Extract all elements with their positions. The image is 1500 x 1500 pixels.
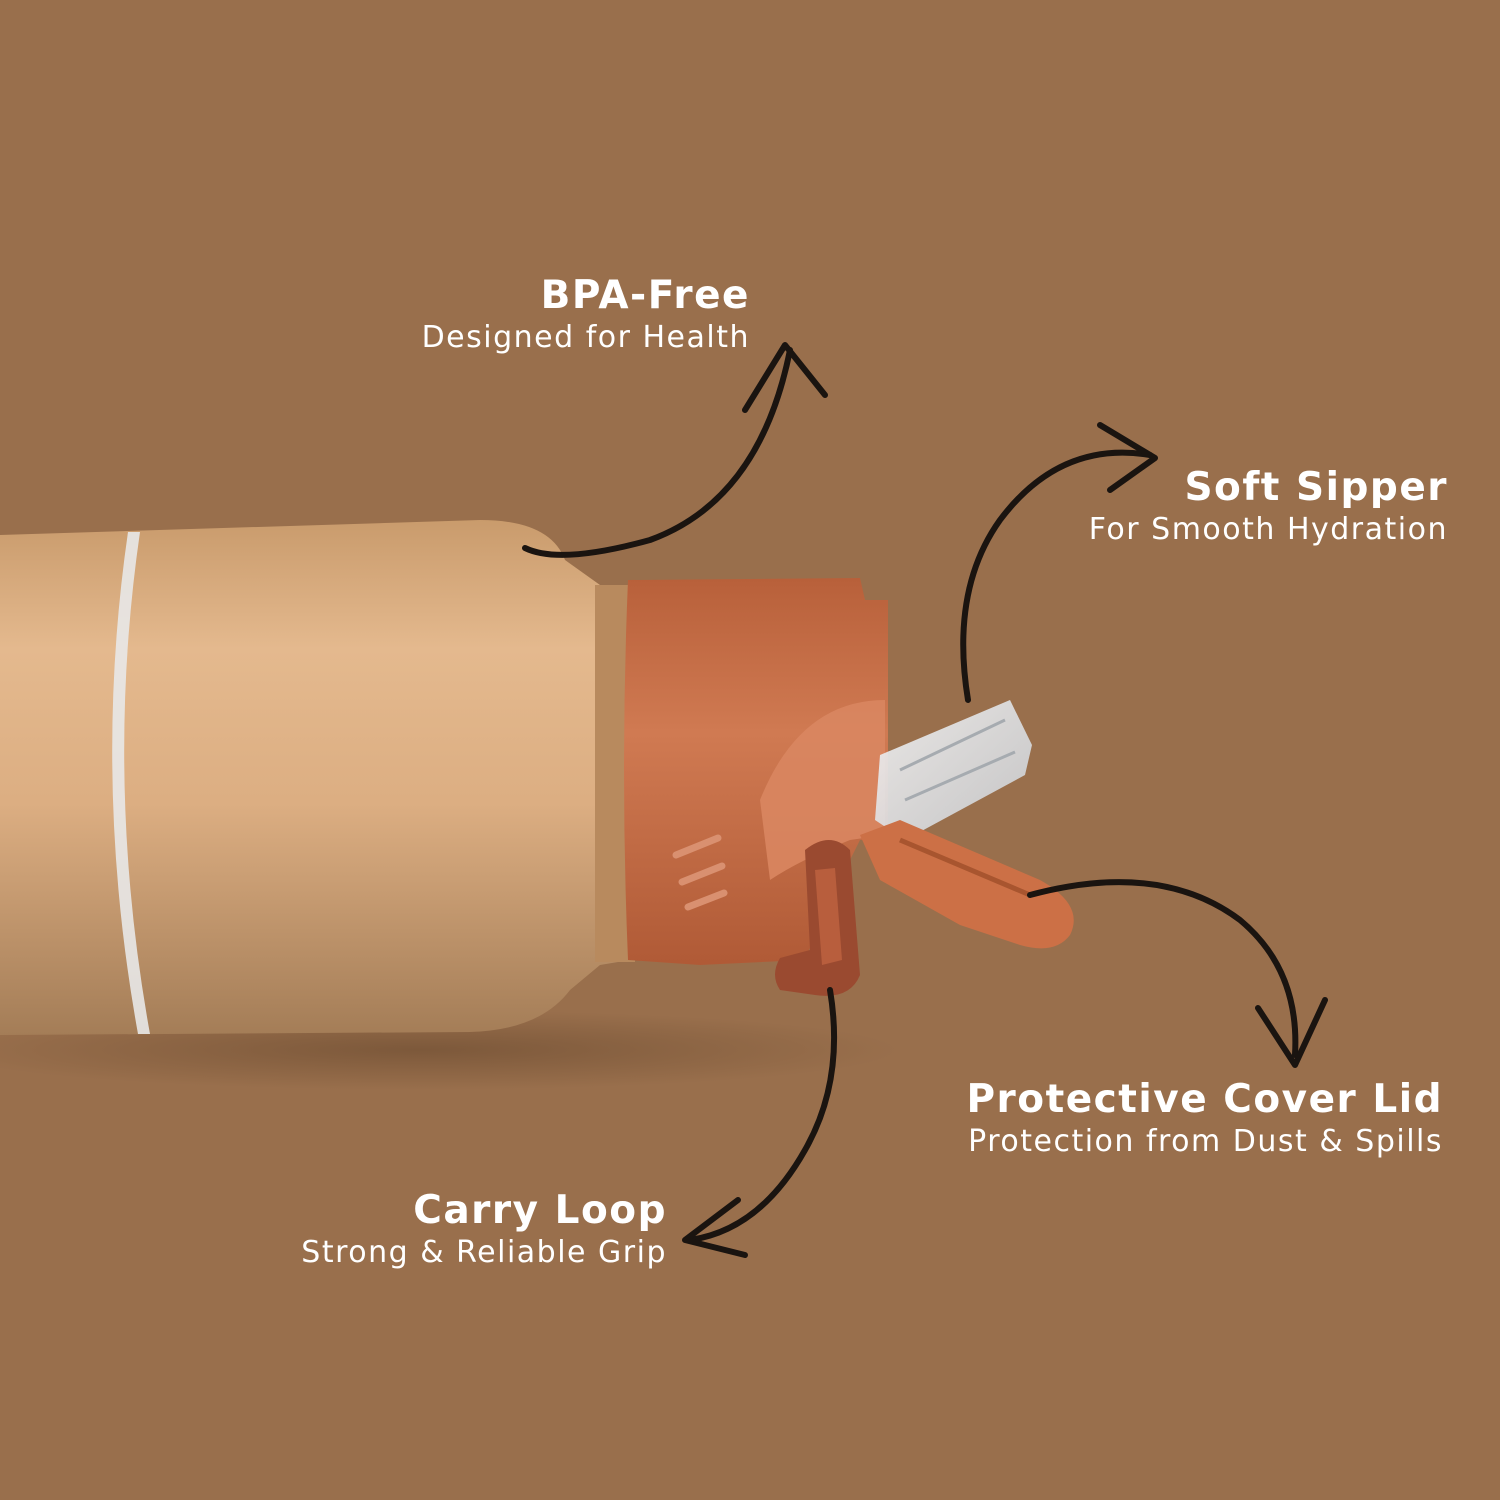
- bottle-body: [0, 520, 630, 1035]
- feature-carry-loop: Carry Loop Strong & Reliable Grip: [301, 1189, 667, 1273]
- cap-grip-lines: [672, 834, 728, 911]
- arrow-loop: [682, 987, 838, 1258]
- cap-dome: [760, 700, 885, 880]
- bottle: [0, 520, 635, 1035]
- arrow-bpa: [522, 342, 828, 558]
- arrow-sipper: [960, 422, 1158, 703]
- cover-lid: [860, 820, 1074, 949]
- callout-arrows: [522, 342, 1328, 1258]
- feature-title: Soft Sipper: [1184, 465, 1448, 510]
- feature-title: Protective Cover Lid: [966, 1077, 1443, 1122]
- bottle-band-ring: [112, 532, 150, 1034]
- feature-subtitle: Protection from Dust & Spills: [968, 1124, 1443, 1159]
- feature-soft-sipper: Soft Sipper For Smooth Hydration: [1089, 466, 1448, 550]
- arrow-cover: [1027, 879, 1328, 1068]
- carry-loop: [775, 840, 860, 996]
- feature-subtitle: Strong & Reliable Grip: [301, 1235, 667, 1270]
- feature-title: Carry Loop: [413, 1188, 667, 1233]
- feature-subtitle: For Smooth Hydration: [1088, 512, 1448, 547]
- feature-title: BPA-Free: [540, 273, 750, 318]
- feature-subtitle: Designed for Health: [421, 320, 750, 355]
- feature-protective-cover-lid: Protective Cover Lid Protection from Dus…: [966, 1078, 1443, 1162]
- feature-bpa-free: BPA-Free Designed for Health: [422, 274, 750, 358]
- sipper: [875, 700, 1032, 840]
